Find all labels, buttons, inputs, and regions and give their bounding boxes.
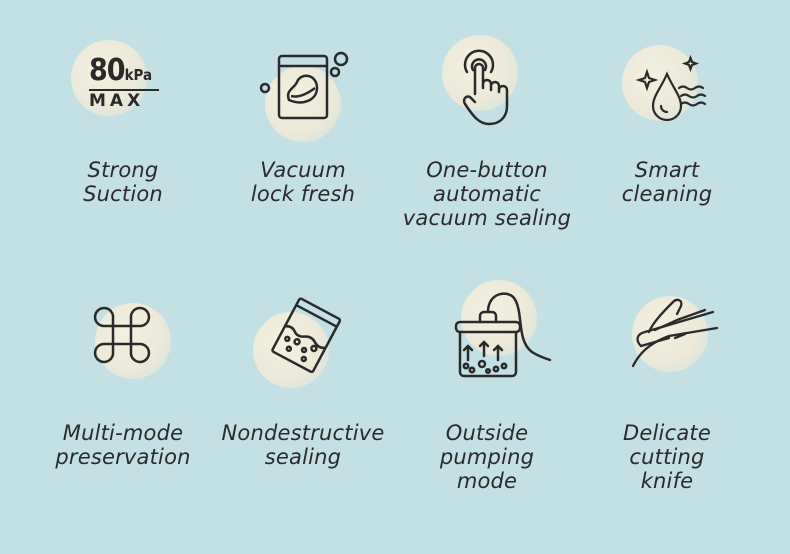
finger-press-icon xyxy=(462,49,509,126)
accent-circle xyxy=(622,45,698,121)
label-line: Nondestructive xyxy=(221,421,385,445)
sealed-bag-icon xyxy=(271,297,342,374)
label-line: Vacuum xyxy=(260,158,346,182)
label-line: vacuum sealing xyxy=(402,206,572,230)
label-line: Smart xyxy=(634,158,700,182)
label-line: preservation xyxy=(55,445,191,469)
accent-circle xyxy=(442,35,518,111)
label-line: cutting xyxy=(629,445,705,469)
label-line: lock fresh xyxy=(250,182,356,206)
label-line: pumping xyxy=(439,445,535,469)
accent-circle xyxy=(632,296,708,372)
accent-circle xyxy=(95,303,171,379)
canister-pump-icon xyxy=(454,292,552,378)
label-line: knife xyxy=(640,469,694,493)
accent-circle xyxy=(265,66,341,142)
label-line: Outside xyxy=(445,421,529,445)
water-drop-sparkle-icon xyxy=(635,54,707,122)
80kpa-max-icon: 80 kPa MAX xyxy=(89,56,161,111)
vacuum-bag-meat-icon xyxy=(259,51,349,120)
cutter-knife-icon xyxy=(631,298,719,368)
label-line: mode xyxy=(456,469,518,493)
label-line: Delicate xyxy=(623,421,711,445)
label-line: sealing xyxy=(264,445,342,469)
label-line: automatic xyxy=(433,182,541,206)
label-line: Suction xyxy=(83,182,163,206)
label-line: Strong xyxy=(87,158,159,182)
label-line: Multi-mode xyxy=(62,421,184,445)
command-key-icon xyxy=(93,306,151,364)
accent-circle xyxy=(71,40,147,116)
label-line: One-button xyxy=(426,158,548,182)
label-line: cleaning xyxy=(621,182,713,206)
